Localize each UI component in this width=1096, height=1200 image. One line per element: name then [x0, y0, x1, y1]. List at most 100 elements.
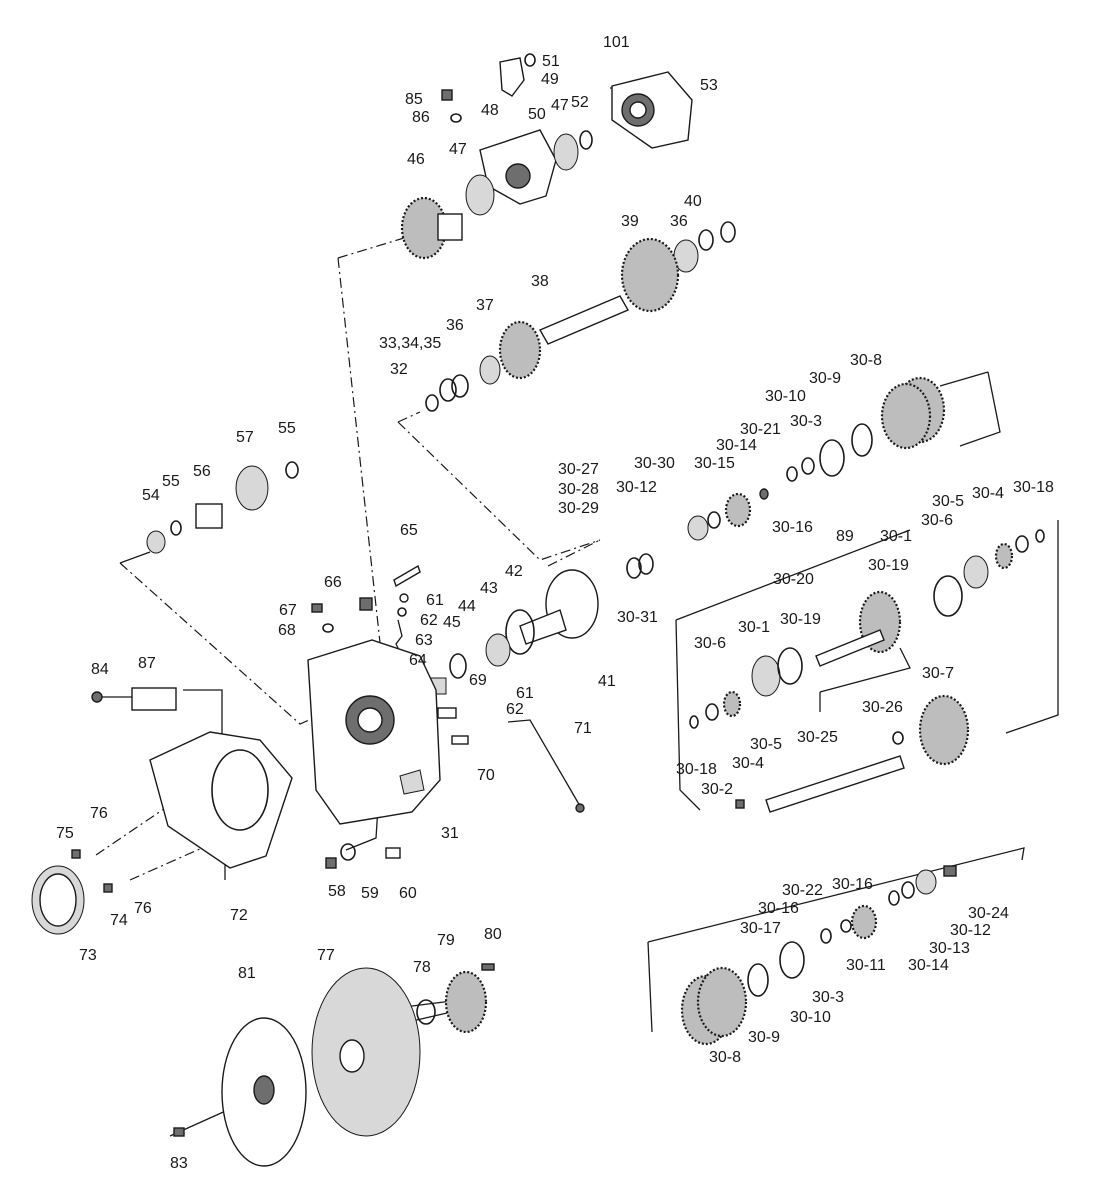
- callout-30-12-upper: 30-12: [616, 479, 657, 496]
- callout-47-lower: 47: [449, 141, 467, 158]
- callout-44: 44: [458, 598, 476, 615]
- callout-30-13: 30-13: [929, 940, 970, 957]
- callout-80: 80: [484, 926, 502, 943]
- callout-30-6-lower: 30-6: [694, 635, 726, 652]
- callout-79: 79: [437, 932, 455, 949]
- callout-78: 78: [413, 959, 431, 976]
- callout-42: 42: [505, 563, 523, 580]
- callout-87: 87: [138, 655, 156, 672]
- callout-61-upper: 61: [426, 592, 444, 609]
- callout-51: 51: [542, 53, 560, 70]
- part-shapes: [31, 53, 1045, 1167]
- callout-30-1-upper: 30-1: [880, 528, 912, 545]
- callout-40: 40: [684, 193, 702, 210]
- callout-30-16-lower-a: 30-16: [832, 876, 873, 893]
- callout-37: 37: [476, 297, 494, 314]
- callout-30-22: 30-22: [782, 882, 823, 899]
- callout-45: 45: [443, 614, 461, 631]
- callout-30-7: 30-7: [922, 665, 954, 682]
- callout-50: 50: [528, 106, 546, 123]
- callout-75: 75: [56, 825, 74, 842]
- callout-30-10-upper: 30-10: [765, 388, 806, 405]
- callout-66: 66: [324, 574, 342, 591]
- callout-61-lower: 61: [516, 685, 534, 702]
- callout-30-4-lower: 30-4: [732, 755, 764, 772]
- callout-32: 32: [390, 361, 408, 378]
- callout-39: 39: [621, 213, 639, 230]
- callout-48: 48: [481, 102, 499, 119]
- callout-30-25: 30-25: [797, 729, 838, 746]
- callout-30-5-upper: 30-5: [932, 493, 964, 510]
- callout-62-lower: 62: [506, 701, 524, 718]
- callout-67: 67: [279, 602, 297, 619]
- callout-30-24: 30-24: [968, 905, 1009, 922]
- callout-30-19-lower: 30-19: [780, 611, 821, 628]
- callout-72: 72: [230, 907, 248, 924]
- callout-30-8-lower: 30-8: [709, 1049, 741, 1066]
- callout-labels: 101 51 49 53 85 86 48 50 47 52 47 46 40 …: [56, 34, 1054, 1172]
- callout-30-12-lower: 30-12: [950, 922, 991, 939]
- callout-86: 86: [412, 109, 430, 126]
- callout-41: 41: [598, 673, 616, 690]
- callout-84: 84: [91, 661, 109, 678]
- callout-30-9-lower: 30-9: [748, 1029, 780, 1046]
- callout-77: 77: [317, 947, 335, 964]
- callout-65: 65: [400, 522, 418, 539]
- callout-49: 49: [541, 71, 559, 88]
- callout-60: 60: [399, 885, 417, 902]
- callout-30-11: 30-11: [846, 957, 886, 974]
- callout-56: 56: [193, 463, 211, 480]
- callout-30-14-upper: 30-14: [716, 437, 757, 454]
- callout-30-30: 30-30: [634, 455, 675, 472]
- callout-52: 52: [571, 94, 589, 111]
- callout-57: 57: [236, 429, 254, 446]
- callout-30-19-upper: 30-19: [868, 557, 909, 574]
- callout-71: 71: [574, 720, 592, 737]
- callout-62-upper: 62: [420, 612, 438, 629]
- callout-30-2: 30-2: [701, 781, 733, 798]
- callout-70: 70: [477, 767, 495, 784]
- callout-54: 54: [142, 487, 160, 504]
- callout-73: 73: [79, 947, 97, 964]
- callout-38: 38: [531, 273, 549, 290]
- callout-30-6-upper: 30-6: [921, 512, 953, 529]
- callout-76-lower: 76: [134, 900, 152, 917]
- callout-30-27: 30-27: [558, 461, 599, 478]
- callout-30-17: 30-17: [740, 920, 781, 937]
- callout-69: 69: [469, 672, 487, 689]
- callout-30-14-lower: 30-14: [908, 957, 949, 974]
- callout-36-lower: 36: [446, 317, 464, 334]
- callout-30-9-upper: 30-9: [809, 370, 841, 387]
- callout-31: 31: [441, 825, 459, 842]
- callout-30-20: 30-20: [773, 571, 814, 588]
- callout-74: 74: [110, 912, 128, 929]
- callout-64: 64: [409, 652, 427, 669]
- callout-46: 46: [407, 151, 425, 168]
- callout-30-5-lower: 30-5: [750, 736, 782, 753]
- callout-30-16-lower-b: 30-16: [758, 900, 799, 917]
- callout-30-29: 30-29: [558, 500, 599, 517]
- callout-68: 68: [278, 622, 296, 639]
- callout-33-34-35: 33,34,35: [379, 335, 441, 352]
- callout-76-upper: 76: [90, 805, 108, 822]
- callout-101: 101: [603, 34, 630, 51]
- callout-30-18-lower: 30-18: [676, 761, 717, 778]
- callout-30-8-upper: 30-8: [850, 352, 882, 369]
- callout-30-26: 30-26: [862, 699, 903, 716]
- callout-83: 83: [170, 1155, 188, 1172]
- callout-30-31: 30-31: [617, 609, 658, 626]
- callout-53: 53: [700, 77, 718, 94]
- callout-30-3-lower: 30-3: [812, 989, 844, 1006]
- callout-30-10-lower: 30-10: [790, 1009, 831, 1026]
- callout-30-28: 30-28: [558, 481, 599, 498]
- callout-30-18-upper: 30-18: [1013, 479, 1054, 496]
- callout-47-upper: 47: [551, 97, 569, 114]
- callout-30-4-upper: 30-4: [972, 485, 1004, 502]
- callout-43: 43: [480, 580, 498, 597]
- callout-55-upper: 55: [278, 420, 296, 437]
- callout-30-1-lower: 30-1: [738, 619, 770, 636]
- callout-89: 89: [836, 528, 854, 545]
- callout-30-21: 30-21: [740, 421, 781, 438]
